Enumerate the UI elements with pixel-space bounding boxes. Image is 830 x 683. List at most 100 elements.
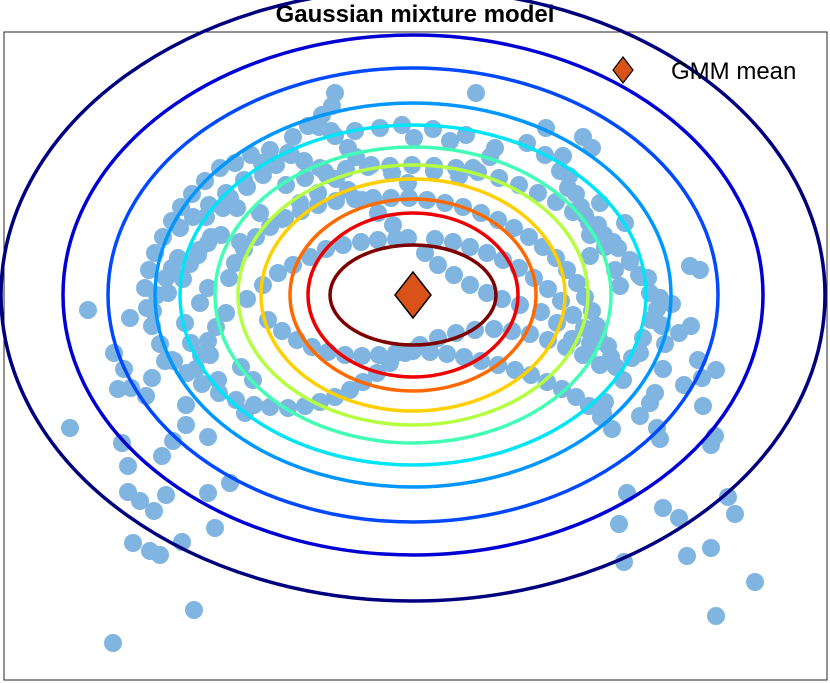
data-point: [654, 499, 672, 517]
data-point: [424, 120, 442, 138]
legend-mean-marker: [612, 56, 634, 84]
data-point: [591, 194, 609, 212]
data-point: [199, 332, 217, 350]
data-point: [273, 322, 291, 340]
data-point: [553, 380, 571, 398]
data-point: [334, 236, 352, 254]
data-point: [416, 244, 434, 262]
data-point: [269, 264, 287, 282]
data-point: [316, 163, 334, 181]
data-point: [199, 484, 217, 502]
contour-line-3: [106, 66, 720, 524]
data-point: [382, 189, 400, 207]
contour-line-8: [259, 177, 567, 413]
data-point: [191, 294, 209, 312]
mean-marker-layer: [394, 270, 432, 320]
data-point: [429, 256, 447, 274]
data-point: [467, 84, 485, 102]
contour-line-10: [306, 211, 520, 379]
data-point: [184, 208, 202, 226]
data-point: [177, 396, 195, 414]
data-point: [261, 141, 279, 159]
data-point: [113, 434, 131, 452]
data-point: [455, 348, 473, 366]
data-point: [136, 279, 154, 297]
data-point: [682, 317, 700, 335]
data-point: [226, 254, 244, 272]
data-point: [611, 277, 629, 295]
data-point: [295, 152, 313, 170]
data-point: [387, 230, 405, 248]
data-point: [694, 397, 712, 415]
data-point: [153, 447, 171, 465]
contour-line-11: [328, 243, 498, 347]
data-point: [574, 128, 592, 146]
data-point: [119, 457, 137, 475]
data-point: [199, 428, 217, 446]
data-point: [206, 519, 224, 537]
data-point: [726, 505, 744, 523]
data-point: [220, 269, 238, 287]
data-point: [678, 547, 696, 565]
data-point: [421, 343, 439, 361]
data-point: [445, 266, 463, 284]
data-point: [538, 373, 556, 391]
data-point: [79, 301, 97, 319]
data-point: [292, 202, 310, 220]
data-point: [276, 209, 294, 227]
data-point: [505, 219, 523, 237]
data-point: [478, 244, 496, 262]
data-point: [595, 226, 613, 244]
data-point: [702, 539, 720, 557]
contour-line-7: [236, 163, 590, 427]
data-point: [539, 280, 557, 298]
data-point: [164, 432, 182, 450]
data-point: [438, 345, 456, 363]
data-point: [485, 320, 503, 338]
contour-line-2: [61, 33, 765, 557]
data-point: [202, 228, 220, 246]
data-point: [384, 216, 402, 234]
data-point: [632, 268, 650, 286]
data-point: [310, 118, 328, 136]
data-point: [461, 276, 479, 294]
data-point: [143, 369, 161, 387]
data-point: [121, 309, 139, 327]
data-point: [109, 380, 127, 398]
data-point: [284, 128, 302, 146]
data-point: [61, 419, 79, 437]
data-point: [609, 239, 627, 257]
data-point: [511, 296, 529, 314]
data-point: [177, 416, 195, 434]
data-point: [559, 179, 577, 197]
data-point: [227, 391, 245, 409]
data-point: [190, 241, 208, 259]
data-point: [441, 132, 459, 150]
data-point: [138, 299, 156, 317]
data-point: [610, 515, 628, 533]
data-point: [603, 420, 621, 438]
data-point: [631, 407, 649, 425]
chart-title: Gaussian mixture model: [276, 1, 555, 28]
contour-line-5: [178, 123, 648, 467]
data-point: [707, 607, 725, 625]
data-point: [210, 384, 228, 402]
data-point: [124, 534, 142, 552]
data-point: [646, 384, 664, 402]
data-point: [567, 388, 585, 406]
data-point: [568, 274, 586, 292]
data-point: [426, 230, 444, 248]
data-point: [494, 251, 512, 269]
data-point: [185, 601, 203, 619]
contour-line-6: [213, 145, 613, 445]
data-point: [145, 502, 163, 520]
data-point: [245, 396, 263, 414]
data-point: [387, 344, 405, 362]
data-point: [157, 486, 175, 504]
data-point: [591, 356, 609, 374]
data-point: [251, 204, 269, 222]
legend: GMM mean: [612, 56, 796, 85]
data-point: [140, 261, 158, 279]
data-point: [104, 634, 122, 652]
